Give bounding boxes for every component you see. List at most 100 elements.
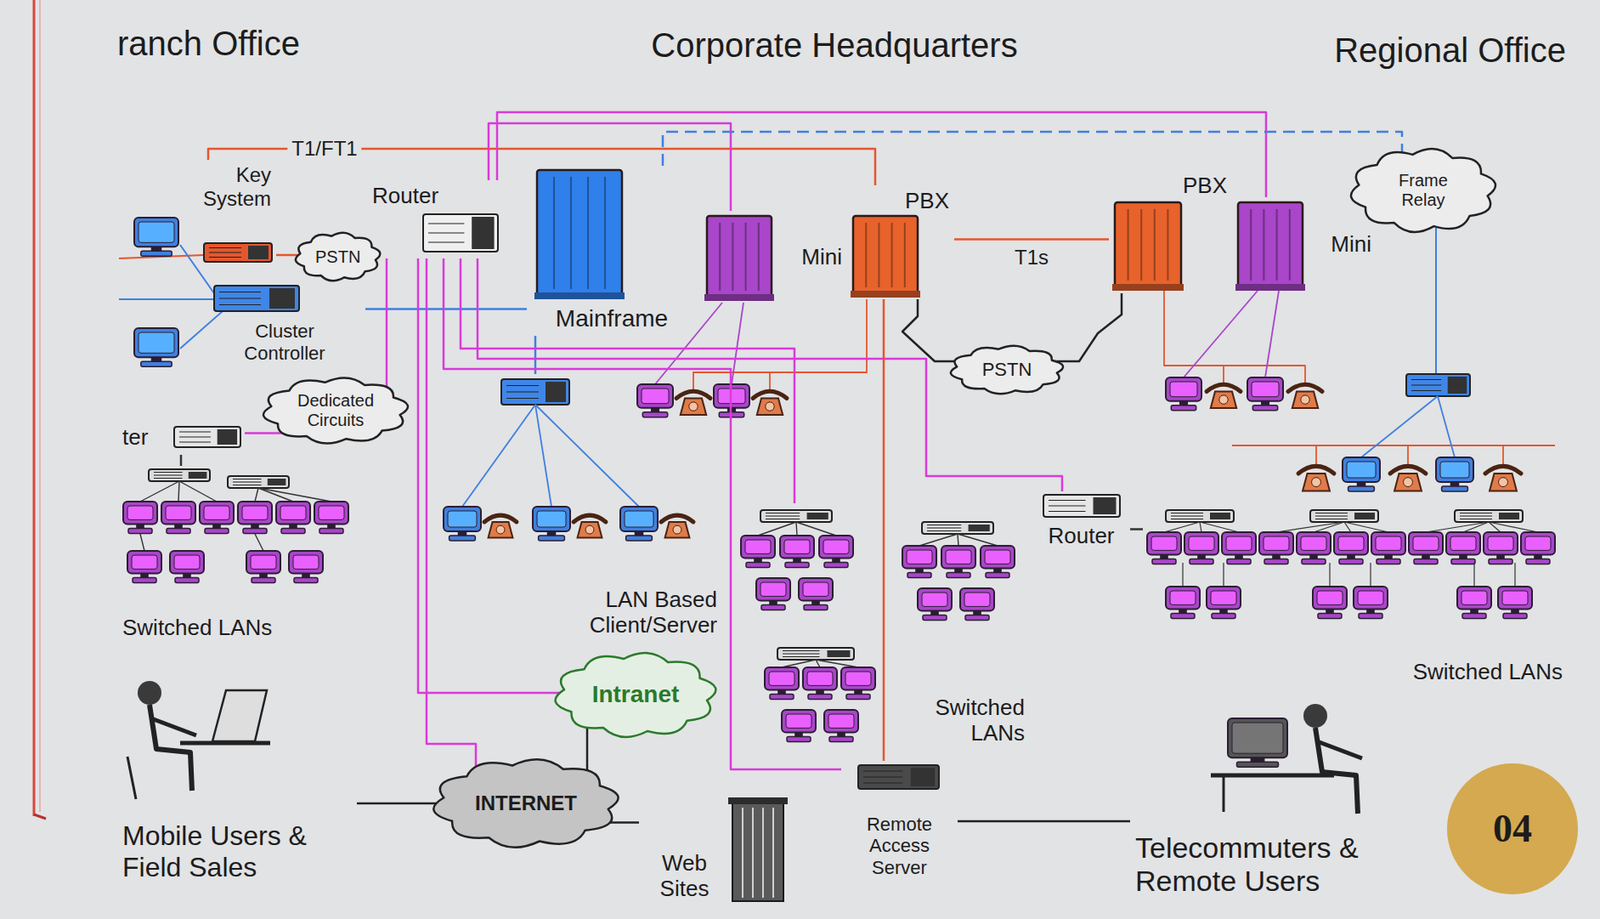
cluster-controller-icon [501, 378, 570, 405]
monitor-case [1312, 586, 1347, 609]
cabinet-stripe [1166, 209, 1169, 281]
computer-icon [1227, 718, 1288, 767]
device-detail [179, 435, 211, 437]
device-panel [1354, 512, 1375, 520]
phone-body [1394, 473, 1422, 491]
device-detail [1048, 504, 1086, 506]
dedicated-circuits-cloud: Dedicated Circuits [259, 375, 413, 446]
telephone-icon [1288, 384, 1323, 408]
device-panel [827, 650, 851, 657]
computer-icon [532, 506, 571, 541]
monitor-case [1446, 531, 1481, 555]
device-detail [506, 397, 539, 399]
mainframe-node: Mainframe [526, 165, 697, 336]
phone-handset [676, 390, 711, 398]
monitor-screen [537, 510, 566, 527]
monitor-case [756, 577, 791, 600]
pbx-icon [850, 215, 921, 298]
connector-line [443, 258, 842, 769]
phone-body [488, 521, 514, 538]
device-detail [179, 440, 211, 442]
node-label: Router [1047, 523, 1114, 549]
cloud-shape [950, 345, 1063, 394]
computer-icon [620, 506, 658, 541]
connector-line [957, 819, 1131, 823]
router-node: Router [367, 180, 504, 259]
computer-icon [199, 501, 234, 533]
monitor-base [166, 527, 191, 533]
cabinet-stripe [1153, 209, 1156, 281]
device-detail [1315, 512, 1348, 514]
computer-icon [314, 501, 349, 533]
monitor-screen [447, 510, 477, 527]
monitor-base [746, 561, 770, 567]
monitor-base [1252, 405, 1278, 411]
cabinet-stripe [587, 176, 589, 289]
device-detail [232, 478, 262, 480]
computer-icon [802, 667, 837, 699]
wire [462, 404, 536, 507]
router-icon [423, 214, 498, 252]
phone-handset [1298, 465, 1335, 474]
telephone-icon [676, 390, 711, 415]
node-label: Switched LANs [1413, 659, 1563, 685]
lan-switch [777, 647, 854, 660]
lan-switch [921, 521, 994, 534]
monitor-base [907, 571, 932, 577]
device-panel [217, 429, 238, 445]
device-detail [1315, 514, 1348, 516]
monitor-base [1264, 558, 1289, 564]
device-detail [1170, 514, 1204, 516]
cabinet-stripe [1127, 209, 1130, 281]
lan-switch [1310, 509, 1379, 522]
monitor-screen [1226, 536, 1252, 550]
device-detail [863, 769, 903, 771]
lan-switch [1454, 509, 1523, 522]
wire [1328, 562, 1330, 587]
wire [1425, 521, 1489, 532]
wire [1502, 445, 1504, 464]
cabinet-stripe [731, 222, 734, 291]
connector-line [365, 307, 527, 311]
device-panel [807, 512, 829, 520]
device-detail [782, 652, 820, 654]
device-detail [782, 650, 820, 651]
cluster-controller-node: Cluster Controller [203, 282, 366, 368]
device-detail [863, 781, 903, 783]
margin-rule [39, 0, 41, 812]
device-detail [219, 297, 261, 299]
chair-leg [127, 756, 136, 799]
monitor-base [281, 527, 306, 533]
cloud-shape [433, 758, 618, 848]
telephone-icon [1485, 465, 1521, 491]
computer-icon [1483, 531, 1518, 564]
node-label: Remote Access Server [846, 813, 953, 878]
device-detail [428, 222, 464, 224]
monitor-case [1247, 377, 1284, 402]
monitor-screen [945, 549, 972, 564]
connector-line [356, 802, 439, 805]
router-icon [174, 426, 241, 447]
monitor-base [1526, 558, 1550, 564]
telephone-icon [484, 514, 517, 538]
monitor-base [824, 561, 849, 567]
telecommuters-node: Telecommuters & Remote Users [1130, 696, 1437, 901]
monitor-case [1334, 531, 1369, 555]
phone-body [757, 398, 783, 416]
node-label: Mainframe [555, 305, 668, 333]
monitor-screen [768, 671, 795, 685]
monitor-screen [845, 671, 871, 685]
device-case [777, 647, 854, 660]
monitor-base [449, 535, 476, 541]
cabinet-stripe [745, 222, 747, 291]
desk-leg [1222, 774, 1226, 812]
wire [1232, 444, 1555, 447]
computer-icon [288, 550, 323, 583]
connector-line [1130, 527, 1143, 531]
device-detail [1459, 514, 1493, 516]
monitor-case [1165, 377, 1202, 402]
connector-line [385, 258, 389, 390]
monitor-case [169, 550, 204, 573]
tower-body [732, 802, 784, 901]
